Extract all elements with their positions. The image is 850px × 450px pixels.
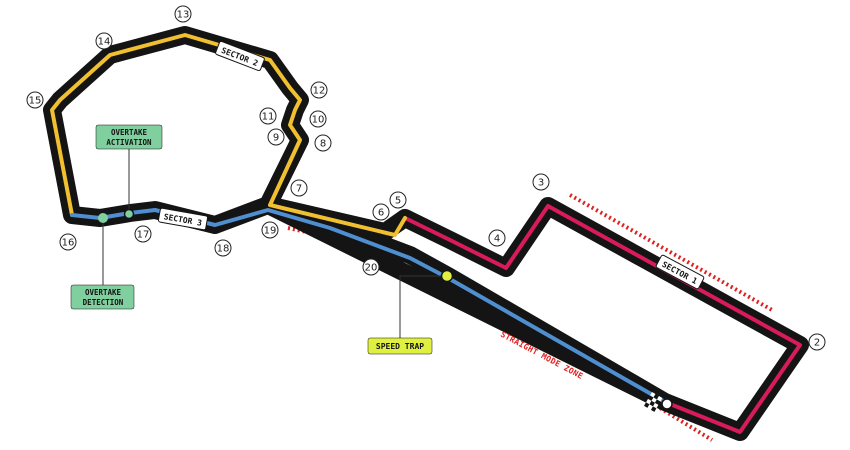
- turn-marker: 9: [267, 128, 285, 146]
- svg-text:20: 20: [365, 263, 378, 274]
- svg-text:12: 12: [313, 86, 326, 97]
- turn-marker: 13: [174, 5, 192, 23]
- overtake-activation-point: [123, 208, 135, 220]
- turn-marker: 2: [808, 333, 826, 351]
- svg-text:5: 5: [395, 196, 401, 207]
- turn-marker: 11: [259, 107, 277, 125]
- turn-marker: 17: [134, 225, 152, 243]
- speed-trap: SPEED TRAP: [367, 269, 454, 355]
- speed-trap-leader: [399, 275, 447, 340]
- track-body: [43, 26, 809, 441]
- svg-text:19: 19: [264, 226, 277, 237]
- svg-text:15: 15: [29, 96, 42, 107]
- turn-marker: 10: [309, 110, 327, 128]
- start-line-marker: [661, 398, 673, 410]
- svg-text:11: 11: [262, 112, 275, 123]
- svg-text:8: 8: [320, 139, 326, 150]
- svg-text:17: 17: [137, 230, 150, 241]
- svg-text:14: 14: [98, 37, 111, 48]
- turn-marker: 6: [372, 203, 390, 221]
- svg-text:4: 4: [494, 234, 500, 245]
- svg-text:3: 3: [538, 178, 544, 189]
- overtake-detection-line1: OVERTAKE: [85, 288, 122, 297]
- sector-3-tag: SECTOR 3: [157, 207, 209, 231]
- turn-marker: 18: [214, 239, 232, 257]
- turn-marker: 20: [362, 258, 380, 276]
- overtake-detection-callout: OVERTAKE DETECTION: [70, 284, 135, 310]
- speed-trap-point: [440, 269, 454, 283]
- turn-markers: 2 3 4 5 6 7 8 9 10 11 12 13 14 15 16 17 …: [26, 5, 826, 351]
- svg-text:10: 10: [312, 115, 325, 126]
- overtake-activation-callout: OVERTAKE ACTIVATION: [95, 124, 163, 150]
- sector-3-line: [70, 208, 667, 404]
- svg-text:16: 16: [62, 238, 75, 249]
- turn-marker: 5: [389, 191, 407, 209]
- turn-marker: 16: [59, 233, 77, 251]
- overtake-detection-line2: DETECTION: [83, 298, 124, 307]
- straight-mode-zone-line-sector1: [569, 193, 773, 312]
- svg-text:2: 2: [814, 338, 820, 349]
- svg-text:6: 6: [378, 208, 384, 219]
- speed-trap-label: SPEED TRAP: [376, 342, 424, 351]
- turn-marker: 3: [532, 173, 550, 191]
- svg-text:9: 9: [273, 133, 279, 144]
- svg-text:18: 18: [217, 244, 230, 255]
- turn-marker: 14: [95, 32, 113, 50]
- turn-marker: 15: [26, 91, 44, 109]
- turn-marker: 7: [290, 179, 308, 197]
- turn-marker: 12: [310, 81, 328, 99]
- overtake-detection-point: [98, 213, 108, 223]
- track-outline: [43, 26, 809, 441]
- overtake-activation-line2: ACTIVATION: [106, 138, 152, 147]
- checkered-flag-icon: [644, 392, 663, 412]
- sector-2-line: [50, 33, 407, 237]
- overtake-activation-line1: OVERTAKE: [111, 128, 148, 137]
- svg-text:13: 13: [177, 10, 190, 21]
- svg-text:7: 7: [296, 184, 302, 195]
- turn-marker: 19: [261, 221, 279, 239]
- turn-marker: 8: [314, 134, 332, 152]
- overtake-points: [98, 148, 135, 285]
- sector-1-line: [403, 204, 802, 434]
- turn-marker: 4: [488, 229, 506, 247]
- sector-lines: [50, 33, 802, 434]
